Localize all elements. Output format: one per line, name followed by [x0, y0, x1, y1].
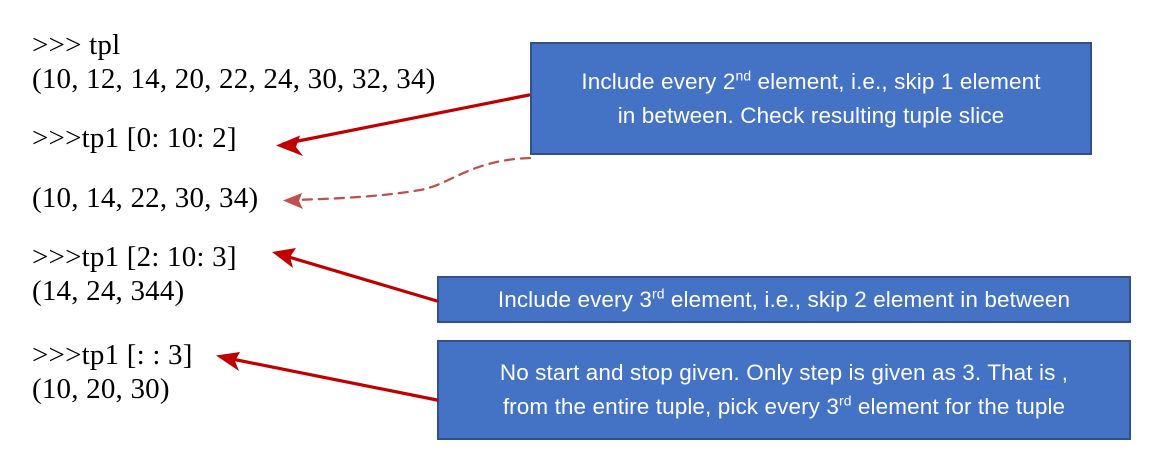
callout-step-3-line1-a: Include every 3: [497, 286, 652, 312]
code-line-prompt-tpl: >>> tpl: [32, 29, 121, 61]
code-line-tuple-full: (10, 12, 14, 20, 22, 24, 30, 32, 34): [32, 63, 436, 95]
misspelled-word: is: [1038, 360, 1056, 388]
callout-step-2-line1-a: Include every 2: [581, 68, 736, 94]
callout-no-start-stop-line1-b: ,: [1055, 360, 1069, 385]
callout-step-3-line1-b: element, i.e., skip 2 element in between: [664, 286, 1071, 312]
callout-no-start-stop-line2-sup: rd: [838, 392, 852, 409]
arrow-to-slice-0-10-2-icon: [276, 93, 531, 156]
callout-step-3: Include every 3rd element, i.e., skip 2 …: [437, 276, 1131, 323]
code-line-slice-2-10-3: >>>tp1 [2: 10: 3]: [32, 241, 237, 273]
code-line-slice-0-10-2: >>>tp1 [0: 10: 2]: [32, 122, 237, 154]
arrow-to-slice-2-10-3-icon: [272, 248, 439, 303]
callout-step-2-text: Include every 2nd element, i.e., skip 1 …: [581, 65, 1040, 133]
callout-step-3-line1-sup: rd: [651, 285, 665, 301]
code-line-result-0-10-2: (10, 14, 22, 30, 34): [32, 182, 259, 214]
callout-step-2-line1-sup: nd: [735, 67, 752, 83]
code-line-result-step-3: (10, 20, 30): [32, 373, 170, 405]
callout-step-3-text: Include every 3rd element, i.e., skip 2 …: [498, 283, 1070, 317]
callout-no-start-stop: No start and stop given. Only step is gi…: [437, 340, 1131, 440]
callout-step-2-line1-b: element, i.e., skip 1 element: [751, 68, 1041, 94]
callout-no-start-stop-line2-a: from the entire tuple, pick every 3: [502, 394, 839, 419]
arrow-to-slice-step-3-icon: [216, 352, 439, 402]
callout-step-2-line2: in between. Check resulting tuple slice: [617, 102, 1005, 128]
code-line-slice-step-3: >>>tp1 [: : 3]: [32, 339, 193, 371]
arrow-to-result-0-10-2-icon: [283, 156, 532, 209]
code-line-result-2-10-3: (14, 24, 344): [32, 275, 185, 307]
callout-no-start-stop-line2-b: element for the tuple: [851, 394, 1066, 419]
callout-no-start-stop-line1-a: No start and stop given. Only step is gi…: [499, 360, 1039, 385]
callout-no-start-stop-text: No start and stop given. Only step is gi…: [500, 356, 1068, 424]
callout-step-2: Include every 2nd element, i.e., skip 1 …: [530, 42, 1092, 155]
